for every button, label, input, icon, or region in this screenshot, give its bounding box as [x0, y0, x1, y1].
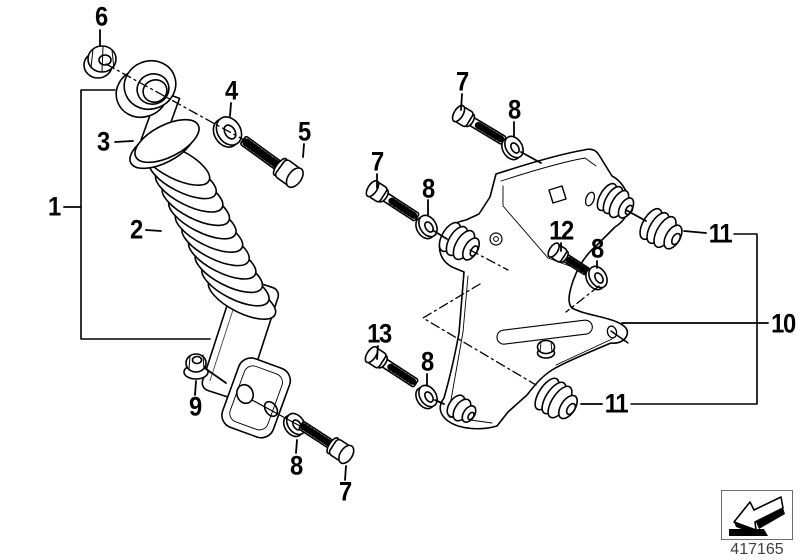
bracket-oval-hole: [584, 191, 596, 207]
bracket-tip-hole: [606, 325, 618, 339]
bolt-7-left: [365, 179, 420, 222]
strut-eye-bushing: [115, 59, 177, 119]
callout-13[interactable]: 13: [367, 318, 392, 349]
callout-11-lower[interactable]: 11: [604, 388, 629, 419]
leader-lines: [63, 29, 769, 481]
bolt-7-shock: [298, 421, 355, 465]
bracket-small-hole: [489, 232, 503, 246]
bushing-11-lower: [534, 377, 578, 420]
callout-1-bracket-line: [80, 89, 211, 340]
diagram-part-number: 417165: [730, 541, 784, 558]
bracket-10: [438, 148, 630, 430]
spring-strut-assembly: [83, 45, 355, 465]
diagram-logo-box: [721, 490, 793, 540]
bracket-square-hole: [548, 185, 567, 204]
hex-nut-9: [183, 353, 209, 380]
callout-4[interactable]: 4: [225, 75, 238, 106]
washer-8-left: [415, 214, 438, 240]
bracket-arm-slot: [496, 319, 593, 345]
callout-5[interactable]: 5: [298, 116, 311, 147]
callout-7-left[interactable]: 7: [371, 146, 384, 177]
callout-8-foot[interactable]: 8: [421, 346, 434, 377]
callout-9[interactable]: 9: [189, 391, 202, 422]
clevis-mount: [221, 357, 292, 439]
callout-2[interactable]: 2: [130, 214, 143, 245]
callout-11-upper[interactable]: 11: [708, 218, 733, 249]
clevis-front-hole: [236, 383, 254, 405]
bolt-13: [364, 345, 419, 388]
callout-3[interactable]: 3: [97, 126, 110, 157]
callout-8-mid[interactable]: 8: [591, 233, 604, 264]
callout-7-top[interactable]: 7: [456, 66, 469, 97]
callout-11-bracket-line: [630, 233, 758, 405]
callout-8-left[interactable]: 8: [422, 173, 435, 204]
callout-1[interactable]: 1: [48, 191, 61, 222]
bracket-bushing-upper-left: [438, 221, 481, 261]
bolt-5: [240, 135, 304, 189]
bracket-bushing-foot: [446, 394, 477, 423]
bracket-bushing-upper-right: [596, 182, 635, 219]
clevis-side-hole: [263, 400, 279, 418]
callout-6[interactable]: 6: [95, 1, 108, 32]
washer-8-top: [501, 135, 524, 161]
bushing-11-upper: [639, 207, 683, 250]
washer-4: [212, 116, 243, 148]
spring-top-plate: [129, 118, 200, 170]
washer-8-foot: [415, 384, 438, 410]
mounting-bracket-assembly: [364, 104, 683, 430]
callout-8-shock[interactable]: 8: [290, 450, 303, 481]
assembly-axis-lines: [105, 63, 600, 386]
bracket-stud-nut: [536, 339, 556, 359]
callout-12[interactable]: 12: [549, 215, 574, 246]
bolt-12: [547, 242, 590, 276]
callout-7-shock[interactable]: 7: [339, 476, 352, 507]
callout-8-top[interactable]: 8: [508, 94, 521, 125]
bolt-7-top: [451, 104, 507, 145]
hex-nut-6: [83, 45, 117, 79]
washer-8-middle: [585, 265, 608, 291]
coil-spring: [141, 142, 277, 320]
callout-10[interactable]: 10: [771, 308, 796, 339]
fold-out-arrow-icon: [729, 496, 785, 536]
